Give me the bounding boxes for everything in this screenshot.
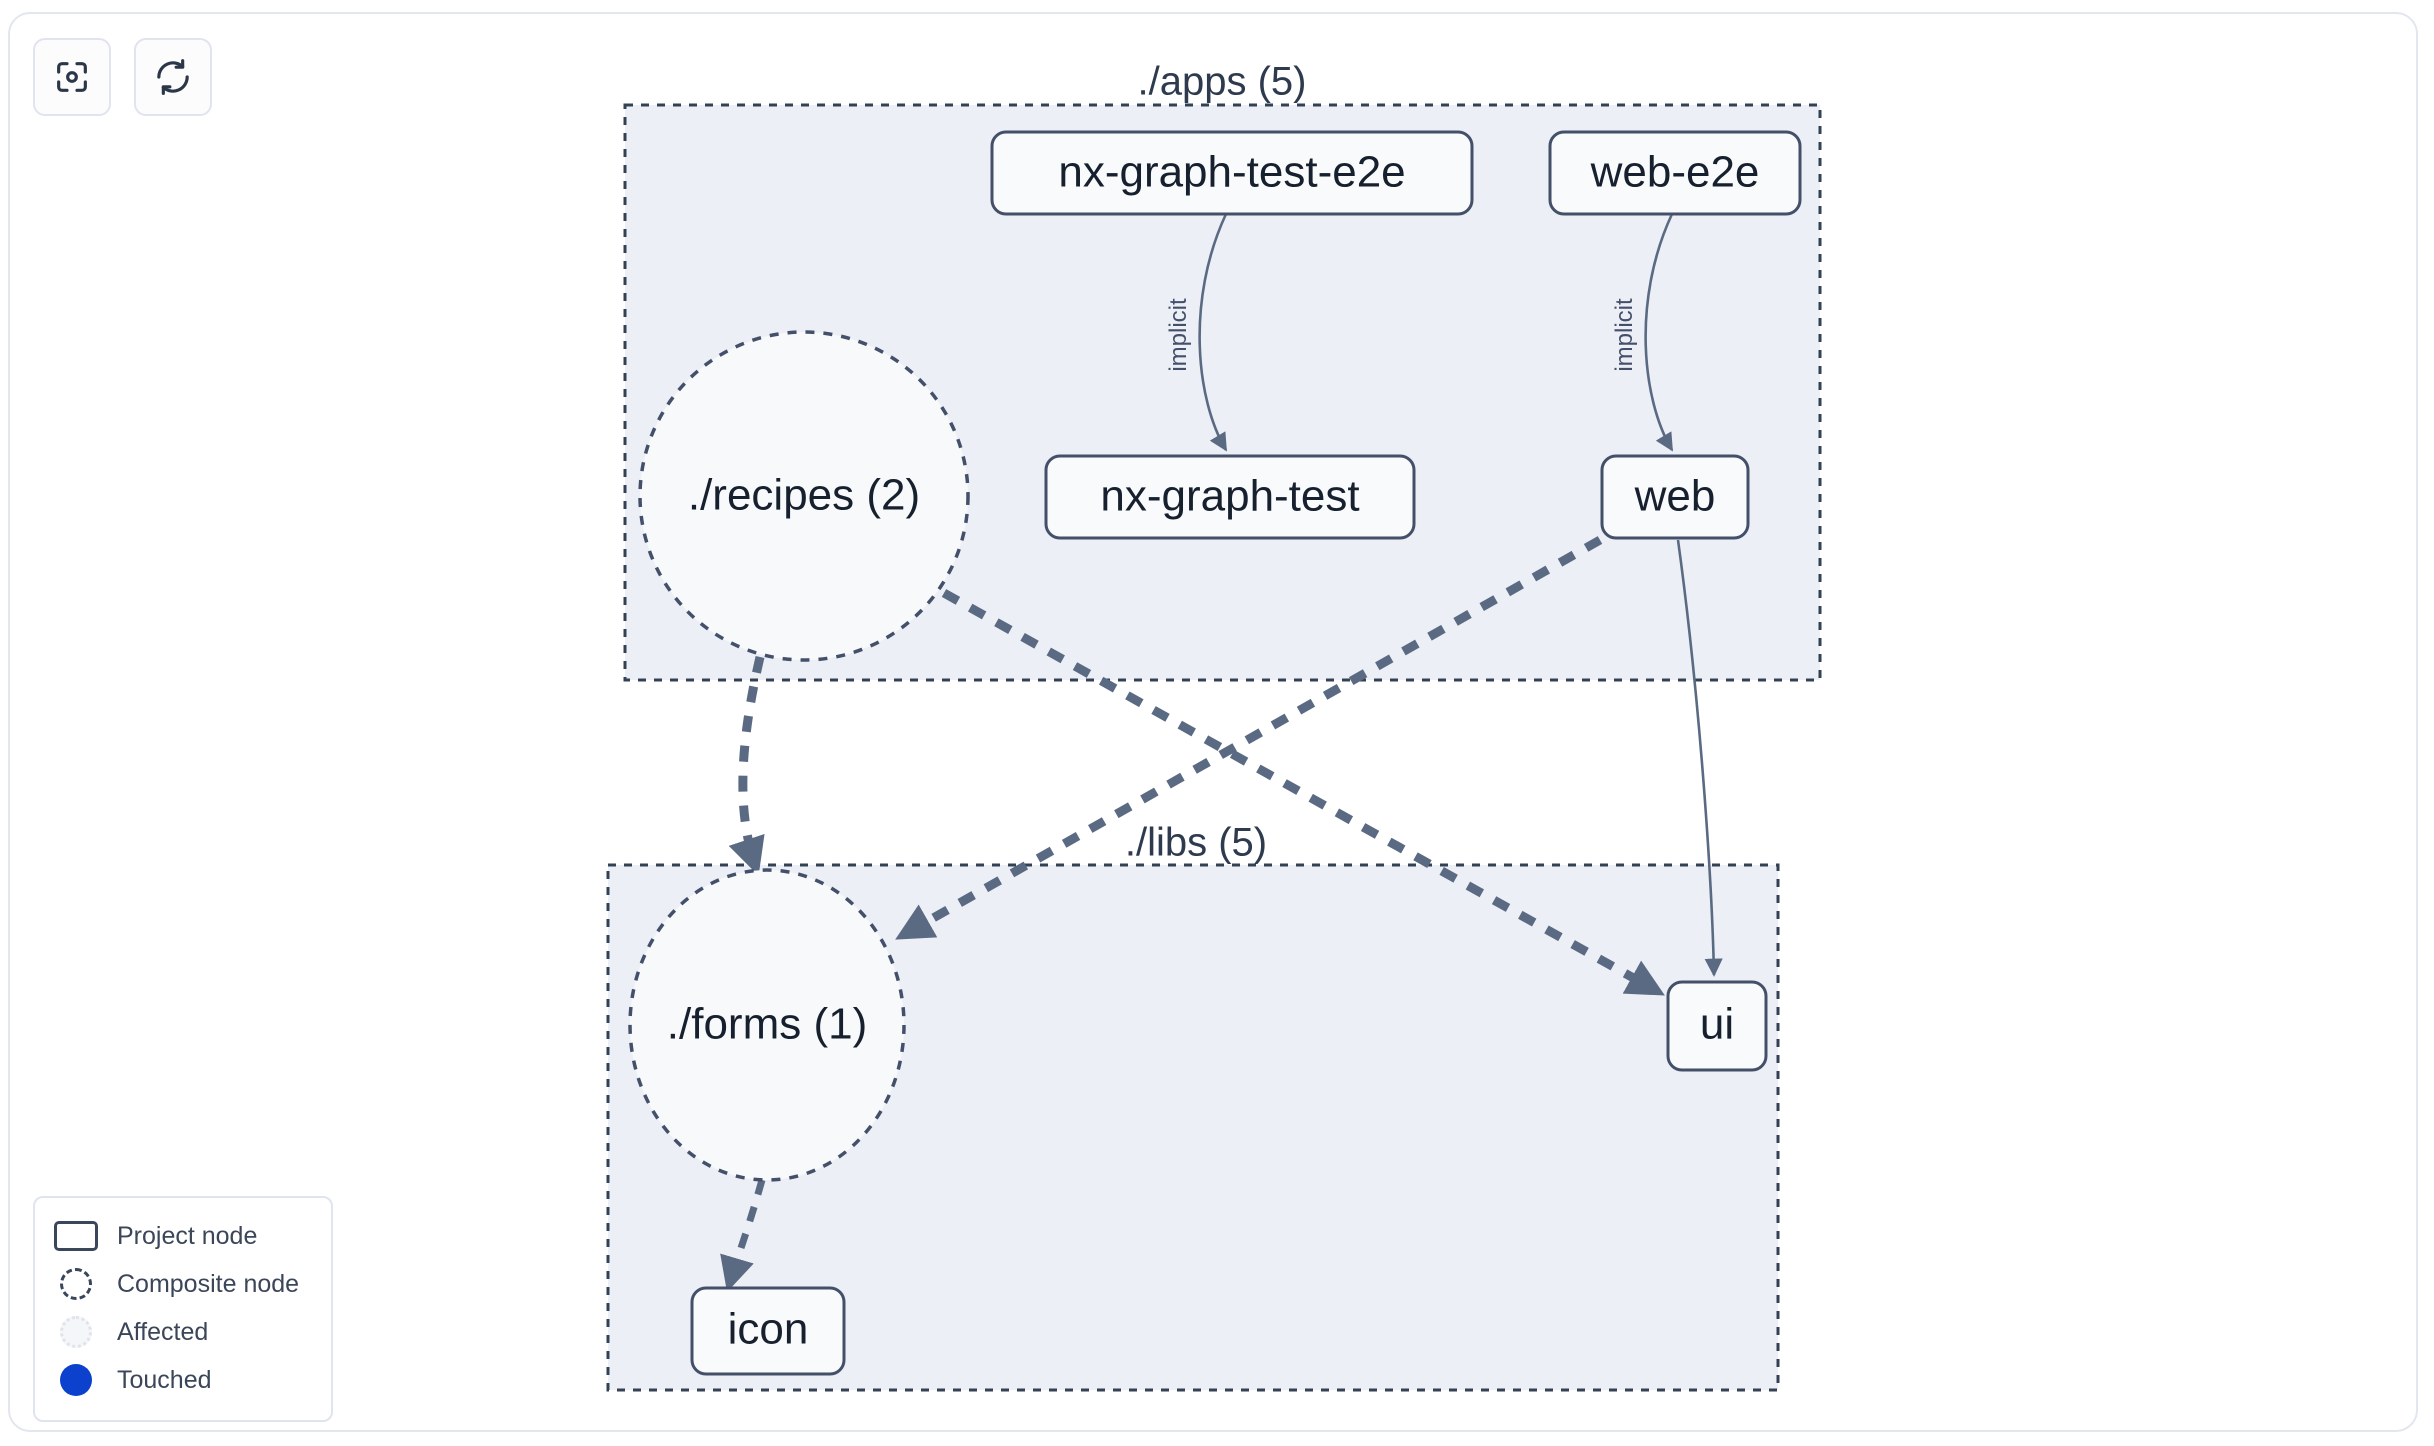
node-icon[interactable]: icon	[690, 1286, 846, 1376]
edge-label-implicit-1: implicit	[1165, 298, 1192, 372]
edge-forms-to-icon[interactable]	[720, 1179, 766, 1293]
refresh-graph-button[interactable]	[134, 38, 212, 116]
affected-node-icon	[53, 1315, 99, 1349]
legend-item-touched: Touched	[53, 1356, 313, 1404]
refresh-icon	[153, 57, 193, 97]
edge-web-to-ui[interactable]	[1676, 539, 1723, 977]
node-web-label: web	[1634, 472, 1716, 521]
legend-item-project-node: Project node	[53, 1212, 313, 1260]
group-libs-label: ./libs (5)	[1125, 821, 1267, 865]
graph-toolbar	[33, 38, 212, 116]
node-nx-graph-test-e2e-label: nx-graph-test-e2e	[1058, 148, 1405, 197]
node-nx-graph-test-rect[interactable]	[1044, 454, 1416, 540]
node-web-e2e-label: web-e2e	[1590, 148, 1760, 197]
legend-label-project-node: Project node	[117, 1221, 258, 1250]
focus-target-icon	[52, 57, 92, 97]
legend-label-touched: Touched	[117, 1365, 212, 1394]
node-nx-graph-test-label: nx-graph-test	[1100, 472, 1359, 521]
touched-node-icon	[53, 1363, 99, 1397]
edge-label-implicit-2: implicit	[1611, 298, 1638, 372]
edge-nx-graph-test-e2e-to-nx-graph-test[interactable]	[1198, 213, 1228, 452]
node-icon-label: icon	[728, 1305, 809, 1354]
node-nx-graph-test-e2e-rect[interactable]	[990, 130, 1474, 216]
node-recipes[interactable]: ./recipes (2)	[638, 330, 970, 662]
composite-node-icon	[53, 1267, 99, 1301]
node-forms[interactable]: ./forms (1)	[628, 868, 906, 1182]
node-web-e2e-rect[interactable]	[1548, 130, 1802, 216]
node-nx-graph-test[interactable]: nx-graph-test	[1044, 454, 1416, 540]
project-node-icon	[53, 1219, 99, 1253]
legend-item-composite-node: Composite node	[53, 1260, 313, 1308]
node-recipes-label: ./recipes (2)	[688, 471, 920, 520]
edge-web-to-forms[interactable]	[895, 536, 1603, 940]
node-ui-label: ui	[1700, 1000, 1734, 1049]
node-forms-label: ./forms (1)	[667, 1000, 867, 1049]
group-apps-label: ./apps (5)	[1138, 60, 1307, 104]
graph-legend: Project node Composite node Affected Tou…	[33, 1196, 333, 1422]
node-forms-circle[interactable]	[628, 868, 906, 1182]
node-web-rect[interactable]	[1600, 454, 1750, 540]
legend-label-composite-node: Composite node	[117, 1269, 300, 1298]
node-web-e2e[interactable]: web-e2e	[1548, 130, 1802, 216]
node-web[interactable]: web	[1600, 454, 1750, 540]
node-ui-rect[interactable]	[1666, 980, 1768, 1072]
node-icon-rect[interactable]	[690, 1286, 846, 1376]
node-recipes-circle[interactable]	[638, 330, 970, 662]
edge-recipes-to-ui[interactable]	[941, 589, 1665, 996]
node-ui[interactable]: ui	[1666, 980, 1768, 1072]
legend-label-affected: Affected	[117, 1317, 209, 1346]
focus-graph-button[interactable]	[33, 38, 111, 116]
node-nx-graph-test-e2e[interactable]: nx-graph-test-e2e	[990, 130, 1474, 216]
edge-web-e2e-to-web[interactable]	[1644, 213, 1674, 452]
edge-recipes-to-forms[interactable]	[728, 655, 765, 876]
legend-item-affected: Affected	[53, 1308, 313, 1356]
